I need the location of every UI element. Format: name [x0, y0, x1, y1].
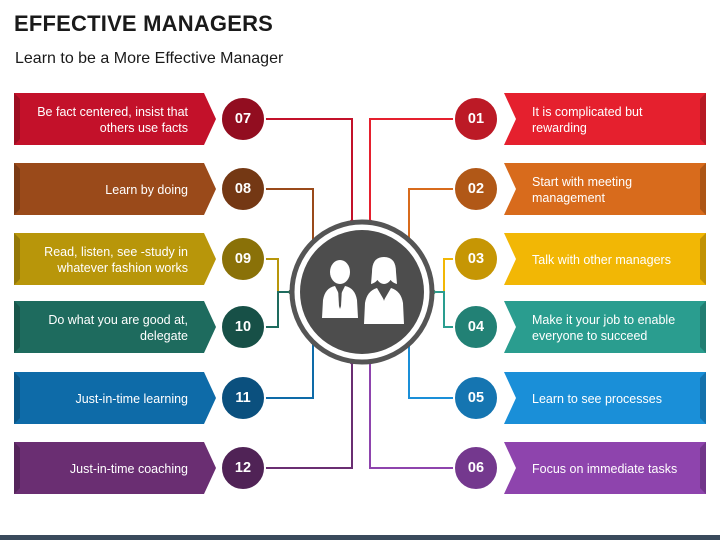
right-banner-04: [504, 301, 706, 353]
left-item-number: 08: [234, 181, 252, 197]
right-connector-05: [408, 342, 454, 399]
right-banner-edge-06: [700, 442, 706, 494]
left-banner-edge-08: [14, 163, 20, 215]
right-item-text: Learn to see processes: [532, 391, 662, 406]
right-banner-edge-01: [700, 93, 706, 145]
left-banner-12: [14, 442, 216, 494]
center-hub: [289, 219, 435, 365]
left-item-number: 11: [235, 390, 251, 406]
right-banner-03: [504, 233, 706, 285]
left-item-number: 12: [234, 460, 252, 476]
right-banner-01: [504, 93, 706, 145]
left-banner-08: [14, 163, 216, 215]
right-connector-03: [433, 258, 454, 293]
right-connector-06: [369, 362, 454, 469]
left-banner-10: [14, 301, 216, 353]
left-banner-09: [14, 233, 216, 285]
right-number-circle-03: [453, 236, 499, 282]
right-number-circle-02: [453, 166, 499, 212]
left-item-number: 09: [234, 251, 252, 267]
right-item-number: 02: [467, 181, 485, 197]
left-banner-edge-07: [14, 93, 20, 145]
left-item-text: Be fact centered, insist that others use…: [37, 104, 188, 135]
right-banner-06: [504, 442, 706, 494]
left-banner-edge-10: [14, 301, 20, 353]
left-banner-07: [14, 93, 216, 145]
left-banner-edge-12: [14, 442, 20, 494]
right-item-text: Make it your job to enable everyone to s…: [532, 312, 676, 343]
right-number-circle-04: [453, 304, 499, 350]
center-disc: [300, 230, 424, 354]
left-number-circle-10: [220, 304, 266, 350]
item-shapes: [14, 93, 706, 494]
right-number-circle-01: [453, 96, 499, 142]
right-connector-01: [369, 118, 454, 222]
right-banner-edge-03: [700, 233, 706, 285]
bottom-bar: [0, 535, 720, 540]
right-item-number: 01: [467, 111, 485, 127]
left-banner-edge-09: [14, 233, 20, 285]
business-people-icon: [322, 257, 404, 324]
left-connector-08: [265, 188, 314, 244]
right-item-number: 06: [467, 460, 485, 476]
right-item-text: Start with meeting management: [532, 174, 633, 205]
right-banner-edge-05: [700, 372, 706, 424]
page-subtitle: Learn to be a More Effective Manager: [15, 50, 284, 67]
left-banner-11: [14, 372, 216, 424]
left-connector-10: [265, 291, 291, 328]
right-item-number: 05: [467, 390, 485, 406]
left-number-circle-11: [220, 375, 266, 421]
left-item-text: Just-in-time coaching: [69, 461, 188, 476]
page-title: EFFECTIVE MANAGERS: [14, 11, 274, 36]
right-connector-04: [433, 291, 454, 328]
right-item-text: Focus on immediate tasks: [532, 461, 678, 476]
left-item-text: Do what you are good at, delegate: [48, 312, 188, 343]
left-number-circle-07: [220, 96, 266, 142]
right-banner-05: [504, 372, 706, 424]
left-connector-07: [265, 118, 353, 222]
left-connector-09: [265, 258, 291, 293]
left-item-text: Read, listen, see -study in whatever fas…: [44, 244, 188, 275]
right-item-number: 04: [467, 319, 485, 335]
left-item-number: 07: [234, 111, 252, 127]
left-item-text: Learn by doing: [105, 182, 188, 197]
left-number-circle-08: [220, 166, 266, 212]
left-item-number: 10: [234, 319, 252, 335]
left-banner-edge-11: [14, 372, 20, 424]
right-item-number: 03: [467, 251, 485, 267]
left-item-text: Just-in-time learning: [75, 391, 188, 406]
right-connector-02: [408, 188, 454, 244]
connector-lines: [265, 118, 454, 469]
left-connector-12: [265, 362, 353, 469]
right-item-text: Talk with other managers: [532, 252, 671, 267]
left-number-circle-12: [220, 445, 266, 491]
right-banner-02: [504, 163, 706, 215]
right-banner-edge-04: [700, 301, 706, 353]
left-number-circle-09: [220, 236, 266, 282]
right-number-circle-06: [453, 445, 499, 491]
left-connector-11: [265, 342, 314, 399]
right-number-circle-05: [453, 375, 499, 421]
right-banner-edge-02: [700, 163, 706, 215]
right-item-text: It is complicated but rewarding: [532, 104, 643, 135]
